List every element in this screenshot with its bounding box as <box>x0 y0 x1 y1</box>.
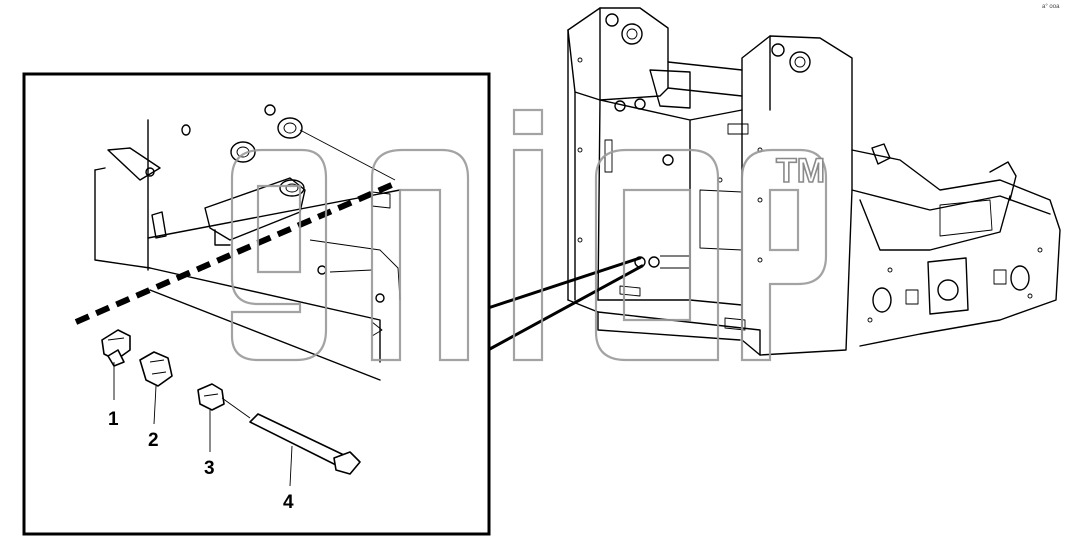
part-2-nut <box>139 351 173 387</box>
callout-leaders <box>113 362 293 487</box>
callout-label-4: 4 <box>283 492 294 513</box>
callout-label-2: 2 <box>148 430 159 451</box>
callout-label-1: 1 <box>108 409 119 430</box>
part-3-sleeve <box>197 383 225 411</box>
watermark-logo <box>230 108 828 362</box>
corner-mark: a° ooa <box>1042 4 1060 10</box>
watermark-trademark: TM <box>776 152 825 190</box>
detail-leader-lines <box>486 256 644 352</box>
callout-label-3: 3 <box>204 458 215 479</box>
loader-frame-illustration <box>567 7 1061 356</box>
part-1-fitting <box>101 329 131 367</box>
part-4-tube <box>221 397 361 475</box>
